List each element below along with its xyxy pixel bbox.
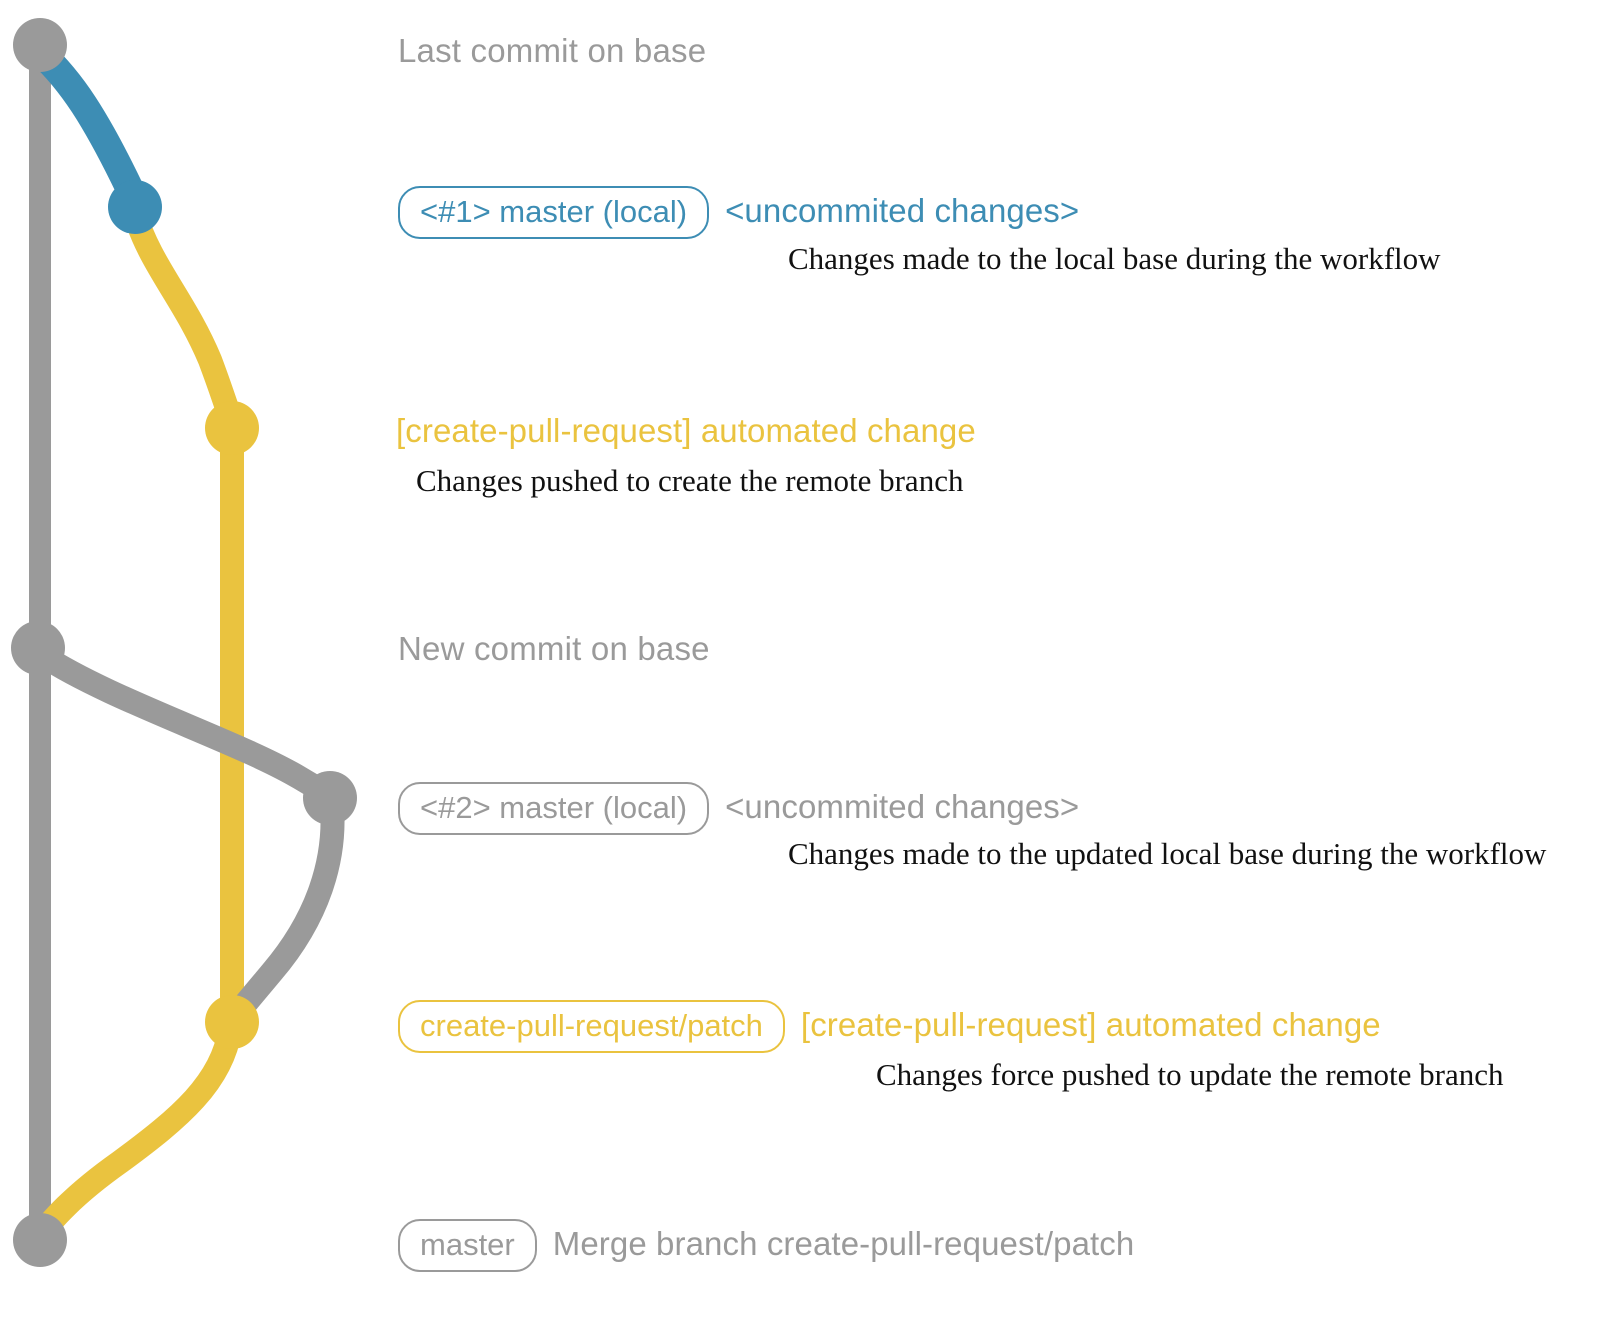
commit-description-automated-change-2: Changes force pushed to update the remot… [876, 1057, 1504, 1092]
row-new-commit-on-base: New commit on base [398, 630, 710, 668]
commit-node-merge-commit[interactable] [13, 1213, 67, 1267]
row-master-local-1: <#1> master (local) <uncommited changes> [398, 186, 1080, 240]
edge-patch2-to-merge [30, 1018, 242, 1246]
edge-local1-to-patch1 [123, 202, 244, 434]
commit-node-last-commit-on-base[interactable] [13, 18, 67, 72]
commit-subject-automated-change-1: [create-pull-request] automated change [396, 412, 976, 449]
commit-subject-automated-change-2: [create-pull-request] automated change [800, 1006, 1381, 1043]
commit-subject-master-local-2: <uncommited changes> [725, 788, 1080, 825]
branch-badge-master-local-1[interactable]: <#1> master (local) [398, 186, 710, 240]
row-merge-commit: master Merge branch create-pull-request/… [398, 1219, 1135, 1273]
edge-base-to-local1 [26, 38, 149, 214]
commit-subject-master-local-1: <uncommited changes> [725, 192, 1080, 229]
commit-node-automated-change-1[interactable] [205, 401, 259, 455]
row-automated-change-1: [create-pull-request] automated change [396, 412, 976, 450]
commit-subject-new-commit-on-base: New commit on base [398, 630, 710, 667]
row-automated-change-2: create-pull-request/patch [create-pull-r… [398, 1000, 1381, 1054]
commit-node-automated-change-2[interactable] [205, 995, 259, 1049]
edge-local2-to-patch2 [222, 794, 345, 1030]
commit-node-master-local-2[interactable] [303, 771, 357, 825]
edge-base2-to-local2 [30, 643, 342, 808]
commit-node-new-commit-on-base[interactable] [11, 621, 65, 675]
commit-node-master-local-1[interactable] [108, 180, 162, 234]
commit-description-master-local-1: Changes made to the local base during th… [788, 241, 1441, 276]
row-last-commit-on-base: Last commit on base [398, 32, 706, 70]
row-master-local-2: <#2> master (local) <uncommited changes> [398, 782, 1080, 836]
branch-badge-master[interactable]: master [398, 1219, 537, 1273]
commit-subject-last-commit-on-base: Last commit on base [398, 32, 707, 69]
commit-description-automated-change-1: Changes pushed to create the remote bran… [416, 463, 964, 498]
branch-badge-master-local-2[interactable]: <#2> master (local) [398, 782, 710, 836]
branch-badge-create-pull-request-patch[interactable]: create-pull-request/patch [398, 1000, 785, 1054]
commit-description-master-local-2: Changes made to the updated local base d… [788, 836, 1547, 871]
commit-subject-merge-commit: Merge branch create-pull-request/patch [552, 1225, 1135, 1262]
